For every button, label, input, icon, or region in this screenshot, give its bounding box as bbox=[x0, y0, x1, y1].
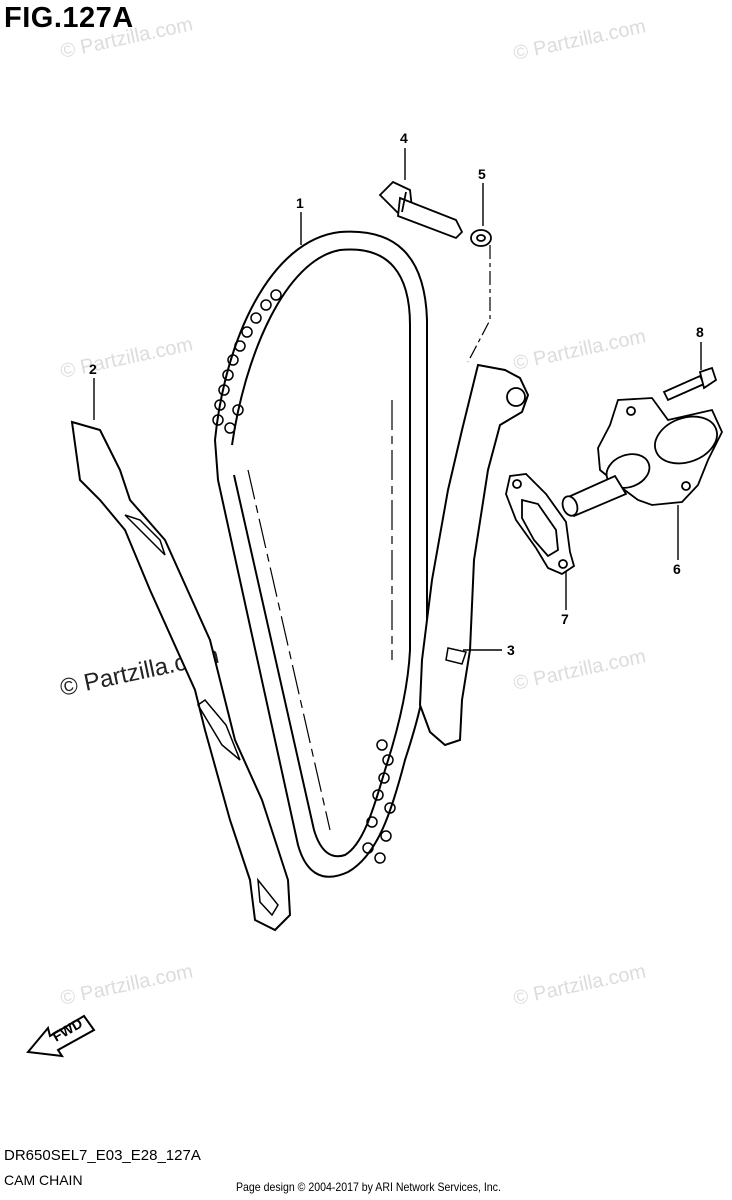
callout-1: 1 bbox=[296, 195, 304, 211]
callout-8: 8 bbox=[696, 324, 704, 340]
watermark: © Partzilla.com bbox=[58, 13, 194, 63]
watermark: © Partzilla.com bbox=[511, 325, 647, 375]
guide-bolt bbox=[378, 180, 464, 240]
washer bbox=[470, 229, 492, 247]
diagram-caption: CAM CHAIN bbox=[4, 1172, 83, 1188]
watermark: © Partzilla.com bbox=[511, 960, 647, 1010]
callout-2: 2 bbox=[89, 361, 97, 377]
gasket bbox=[505, 473, 576, 576]
callout-7: 7 bbox=[561, 611, 569, 627]
page-footer: Page design © 2004-2017 by ARI Network S… bbox=[236, 1180, 501, 1194]
watermark: © Partzilla.com bbox=[58, 333, 194, 383]
callout-leaders bbox=[93, 148, 702, 651]
fwd-arrow: FWD bbox=[26, 1014, 96, 1058]
callout-3: 3 bbox=[507, 642, 515, 658]
leader-dash-5 bbox=[467, 245, 491, 363]
watermark: © Partzilla.com bbox=[58, 960, 194, 1010]
tensioner-guide bbox=[418, 363, 530, 747]
tensioner-adjuster bbox=[561, 397, 723, 518]
callout-5: 5 bbox=[478, 166, 486, 182]
cam-chain-guide bbox=[70, 420, 292, 932]
callout-6: 6 bbox=[673, 561, 681, 577]
diagram-code: DR650SEL7_E03_E28_127A bbox=[4, 1147, 201, 1164]
tensioner-bolt bbox=[662, 366, 718, 402]
figure-title: FIG.127A bbox=[4, 2, 134, 34]
watermark: © Partzilla.com bbox=[511, 645, 647, 695]
callout-4: 4 bbox=[400, 130, 408, 146]
watermark: © Partzilla.com bbox=[511, 15, 647, 65]
